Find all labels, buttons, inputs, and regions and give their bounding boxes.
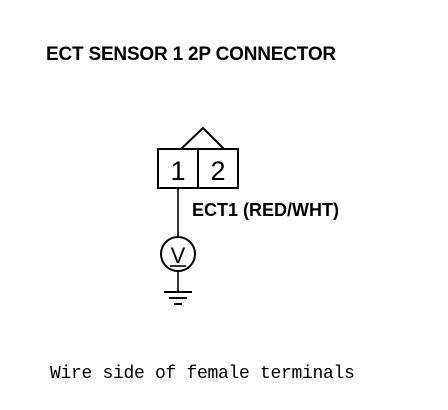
view-caption: Wire side of female terminals — [50, 364, 355, 384]
connector-lock-tab — [180, 126, 225, 150]
pin-1-label: 1 — [170, 156, 185, 186]
wire-label: ECT1 (RED/WHT) — [192, 200, 339, 220]
diagram-title: ECT SENSOR 1 2P CONNECTOR — [46, 44, 336, 65]
pin-2-label: 2 — [210, 156, 225, 186]
ground-icon — [164, 291, 192, 305]
voltmeter-symbol: V — [171, 243, 186, 268]
